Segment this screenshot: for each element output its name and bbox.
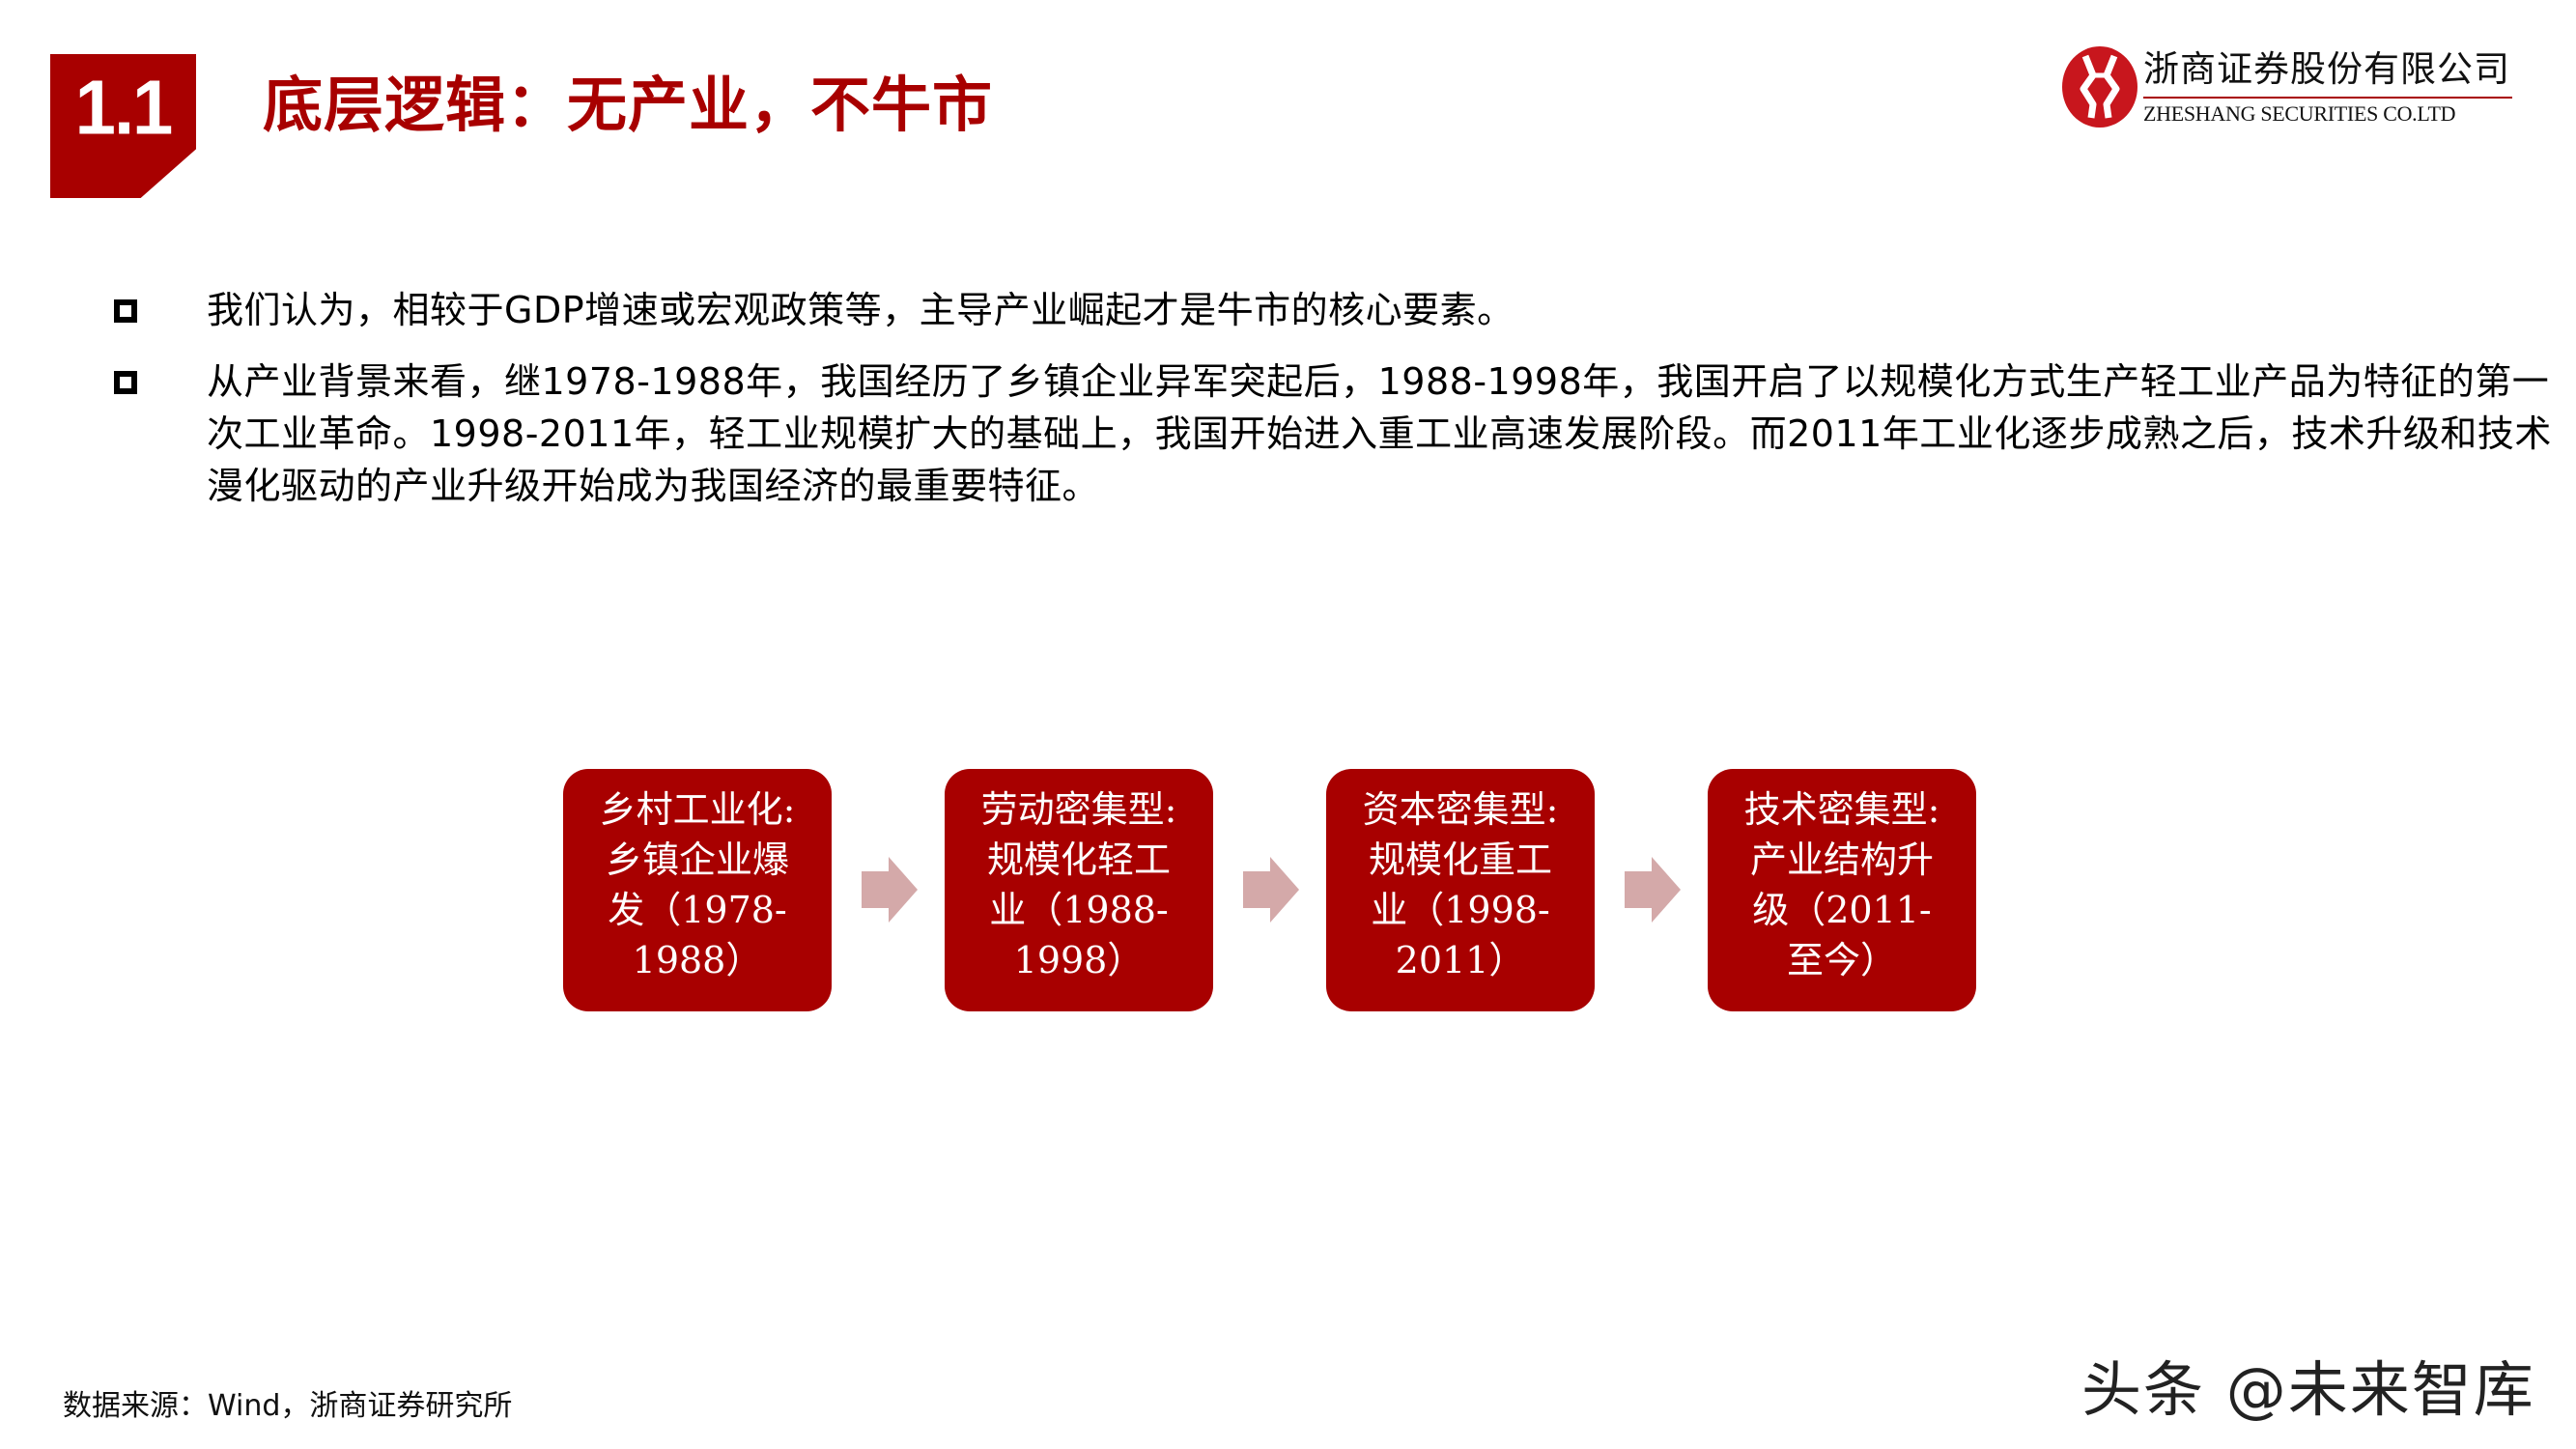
- square-bullet-icon: [114, 299, 137, 323]
- stage-line: 乡镇企业爆: [605, 838, 789, 881]
- right-arrow-icon: [1625, 857, 1683, 923]
- watermark: 头条 @未来智库: [2081, 1354, 2535, 1425]
- section-number-badge: 1.1: [50, 54, 196, 198]
- bullet-item: 从产业背景来看，继1978-1988年，我国经历了乡镇企业异军突起后，1988-…: [114, 355, 2554, 512]
- section-number: 1.1: [74, 64, 174, 152]
- stage-line: 1988）: [632, 939, 763, 981]
- stage-line: 乡村工业化:: [599, 788, 796, 831]
- stage-line: 劳动密集型:: [980, 788, 1177, 831]
- stage-line: 技术密集型:: [1743, 788, 1940, 831]
- right-arrow-icon: [1243, 857, 1301, 923]
- flow-stage-technology-intensive: 技术密集型: 产业结构升 级（2011- 至今）: [1708, 769, 1976, 1011]
- stage-line: 2011）: [1395, 939, 1526, 981]
- square-bullet-icon: [114, 371, 137, 394]
- stage-line: 规模化轻工: [986, 838, 1171, 881]
- company-name-en: ZHESHANG SECURITIES CO.LTD: [2143, 101, 2456, 126]
- right-arrow-icon: [862, 857, 920, 923]
- company-logo: 浙商证券股份有限公司 ZHESHANG SECURITIES CO.LTD: [2062, 46, 2516, 129]
- stage-line: 规模化重工: [1368, 838, 1552, 881]
- stage-line: 资本密集型:: [1362, 788, 1559, 831]
- stage-line: 业（1998-: [1371, 889, 1550, 931]
- page-title: 底层逻辑：无产业，不牛市: [263, 70, 994, 140]
- stage-line: 1998）: [1013, 939, 1145, 981]
- zheshang-logo-icon: [2062, 46, 2137, 128]
- stage-line: 产业结构升: [1749, 838, 1934, 881]
- stage-line: 发（1978-: [608, 889, 787, 931]
- stage-line: 级（2011-: [1752, 889, 1932, 931]
- flow-stage-rural-industrialization: 乡村工业化: 乡镇企业爆 发（1978- 1988）: [563, 769, 832, 1011]
- stage-line: 业（1988-: [989, 889, 1169, 931]
- bullet-text: 我们认为，相较于GDP增速或宏观政策等，主导产业崛起才是牛市的核心要素。: [207, 289, 1514, 331]
- company-name-zh: 浙商证券股份有限公司: [2143, 48, 2510, 90]
- logo-divider: [2143, 97, 2512, 99]
- data-source-note: 数据来源：Wind，浙商证券研究所: [63, 1389, 513, 1423]
- flow-stage-labor-intensive: 劳动密集型: 规模化轻工 业（1988- 1998）: [945, 769, 1213, 1011]
- flow-stage-capital-intensive: 资本密集型: 规模化重工 业（1998- 2011）: [1326, 769, 1595, 1011]
- bullet-item: 我们认为，相较于GDP增速或宏观政策等，主导产业崛起才是牛市的核心要素。: [114, 284, 2554, 336]
- bullet-text: 从产业背景来看，继1978-1988年，我国经历了乡镇企业异军突起后，1988-…: [207, 360, 2552, 507]
- stage-line: 至今）: [1786, 939, 1897, 981]
